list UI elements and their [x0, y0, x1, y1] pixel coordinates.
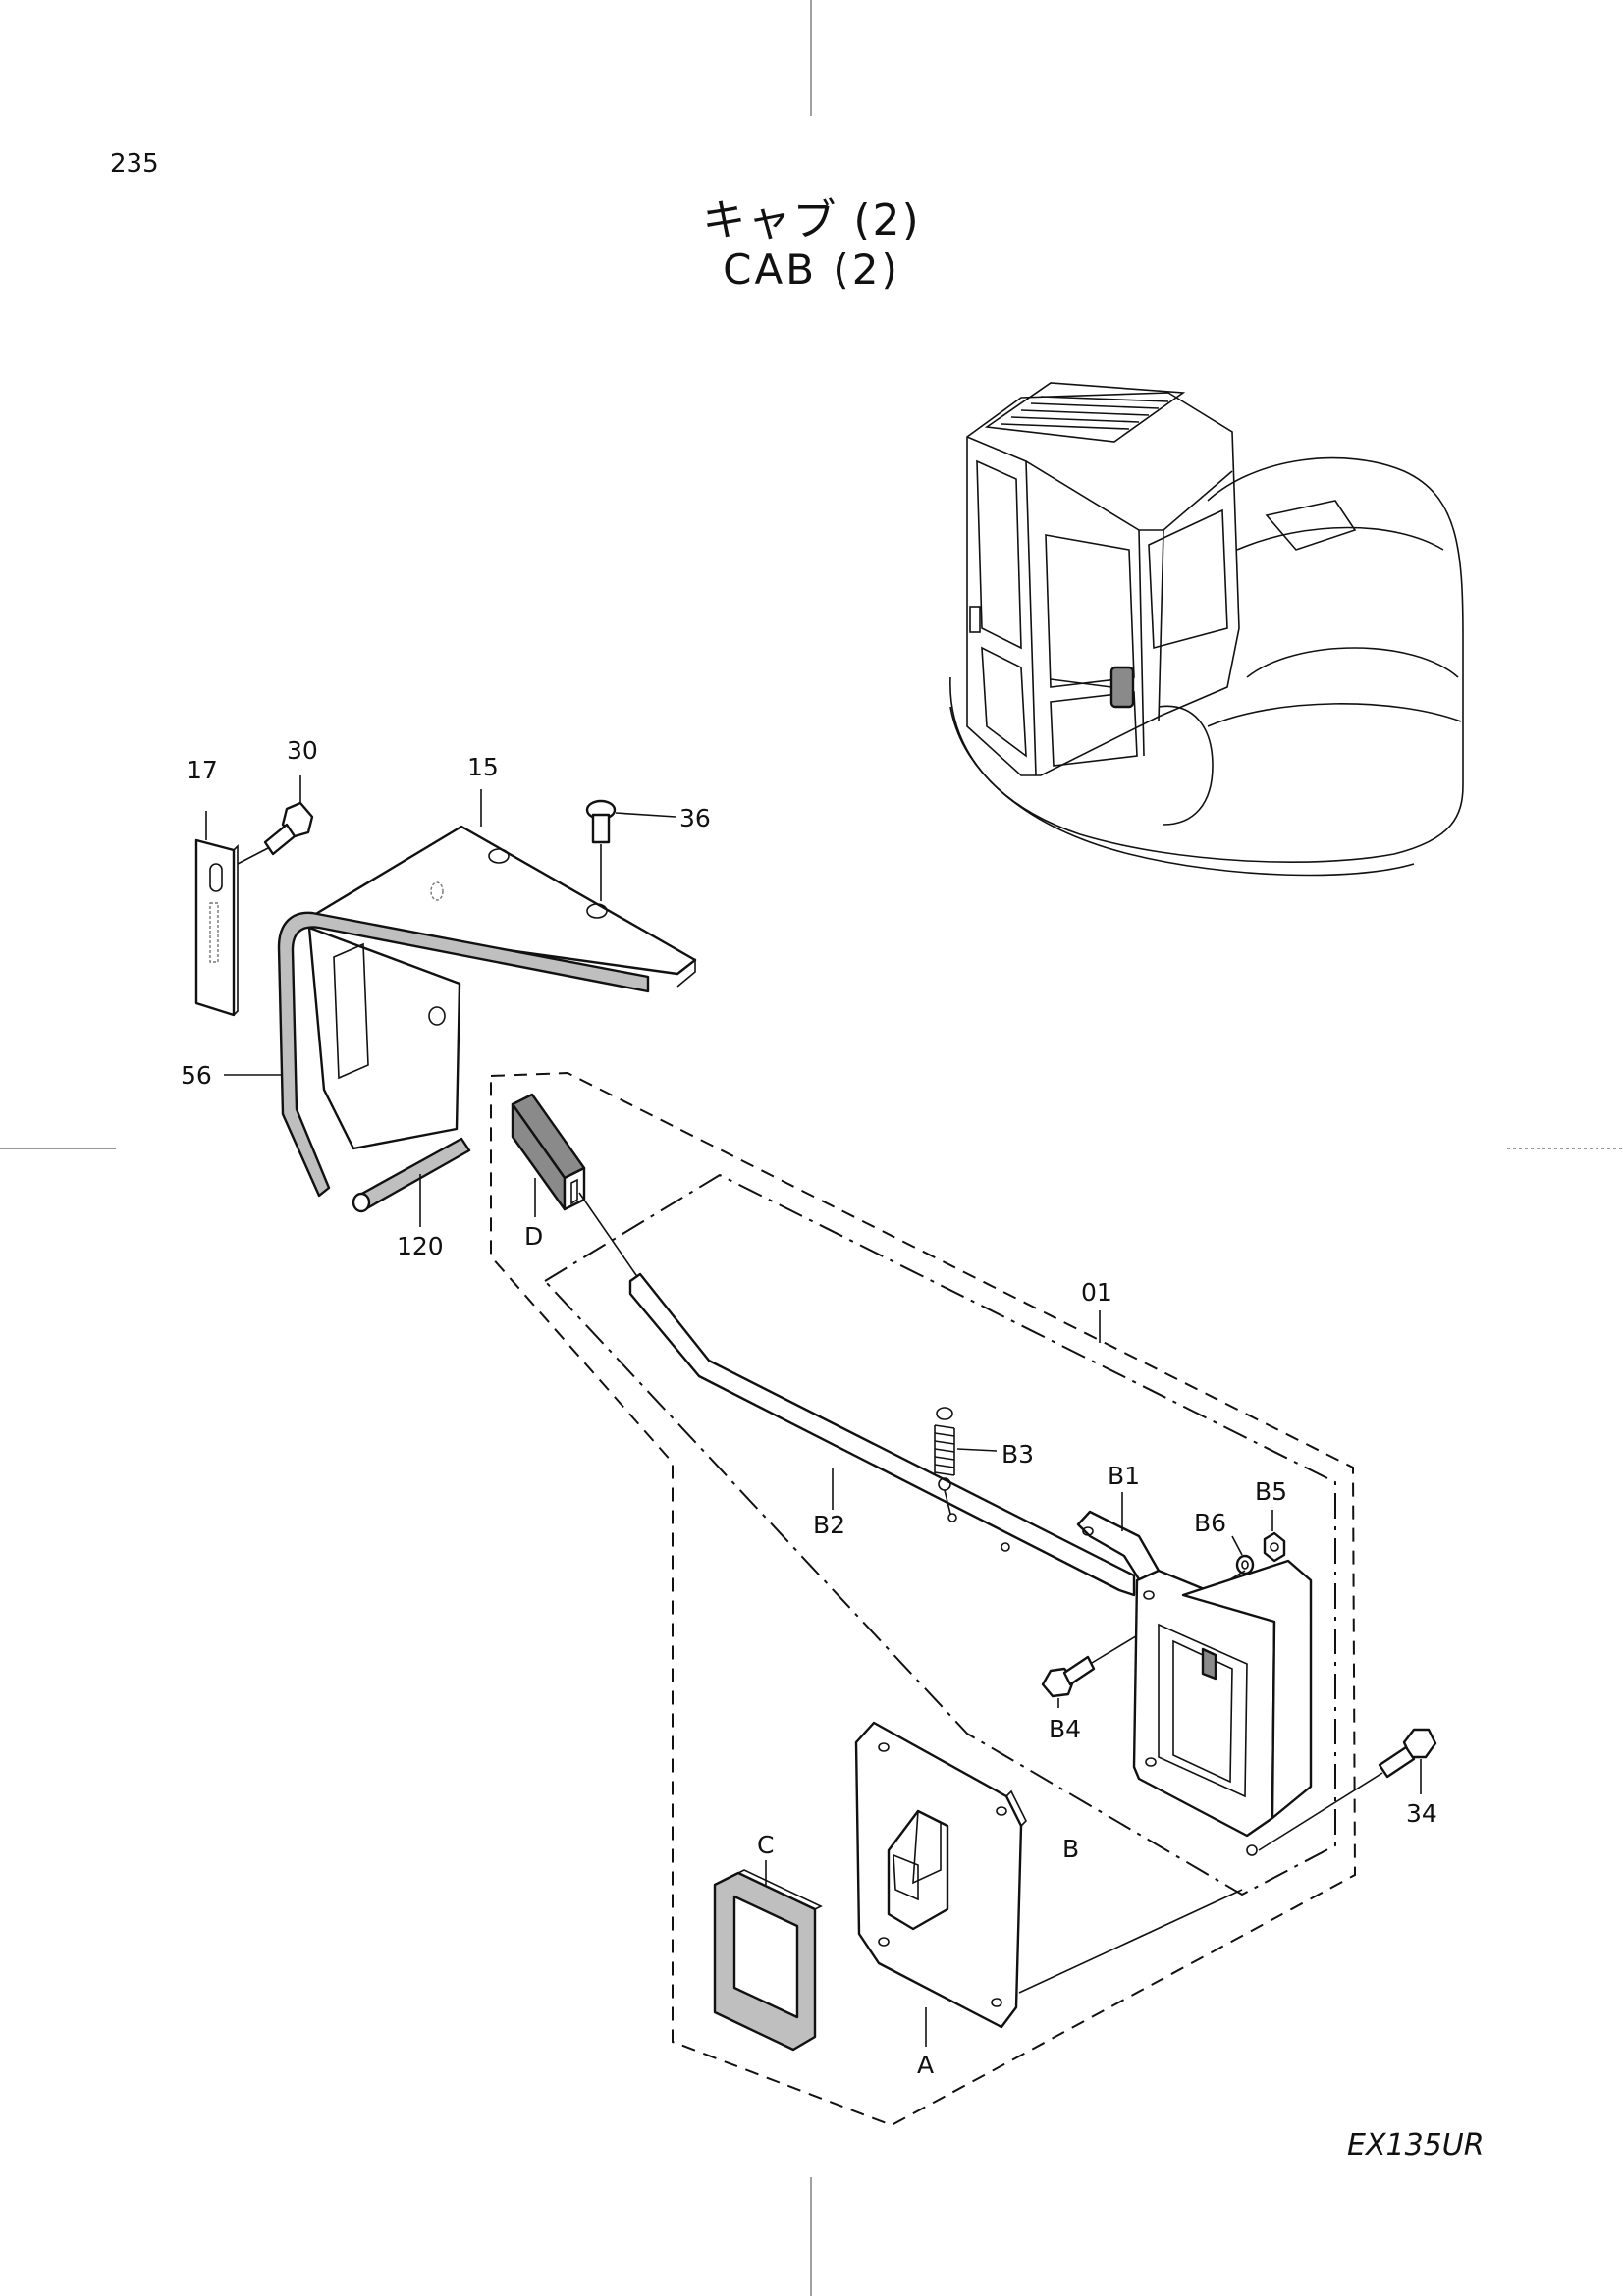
label-c: C: [757, 1831, 774, 1859]
callout-labels: 17 30 15 36 56 120 D 01 B3 B2 B1 B6 B5 B…: [181, 736, 1437, 2079]
title-japanese: キャブ (2): [702, 195, 921, 245]
label-b6: B6: [1194, 1509, 1226, 1537]
label-120: 120: [397, 1232, 444, 1260]
part-120-rod: [352, 1137, 471, 1227]
part-56-weatherstrip: [224, 911, 650, 1198]
label-17: 17: [187, 756, 218, 784]
excavator-overview-illustration: [949, 382, 1464, 877]
label-36: 36: [679, 804, 711, 832]
part-b2-rod: [628, 1272, 1136, 1597]
part-d-block: [511, 1093, 639, 1279]
part-34-bolt: [1258, 1728, 1437, 1851]
label-b3: B3: [1001, 1440, 1034, 1468]
part-17-plate: [194, 811, 239, 1017]
part-b-latch-housing: [1132, 1559, 1313, 1856]
part-30-bolt: [237, 775, 314, 865]
label-b1: B1: [1108, 1462, 1140, 1490]
label-a: A: [917, 2051, 934, 2079]
label-b4: B4: [1049, 1715, 1081, 1743]
part-15-bracket: [302, 789, 697, 1150]
part-b3-spring: [934, 1407, 998, 1515]
label-d: D: [524, 1222, 543, 1251]
page-number: 235: [110, 149, 159, 179]
label-34: 34: [1406, 1799, 1437, 1828]
label-b: B: [1062, 1835, 1079, 1863]
part-b5-nut: [1263, 1510, 1286, 1563]
model-code: EX135UR: [1347, 2128, 1485, 2163]
part-b6-washer: [1231, 1535, 1255, 1575]
label-15: 15: [467, 753, 499, 781]
label-b2: B2: [813, 1511, 845, 1539]
part-c-seal: [713, 1860, 823, 2052]
part-a-striker-plate: [854, 1721, 1243, 2047]
label-b5: B5: [1255, 1477, 1287, 1506]
title-english: CAB (2): [723, 245, 900, 294]
label-56: 56: [181, 1061, 212, 1090]
part-36-screw: [585, 799, 676, 901]
sub-assembly-b-boundary: [543, 1173, 1336, 1896]
assembly-01-boundary: [490, 1071, 1357, 2127]
label-01: 01: [1081, 1278, 1112, 1307]
label-30: 30: [287, 736, 318, 765]
